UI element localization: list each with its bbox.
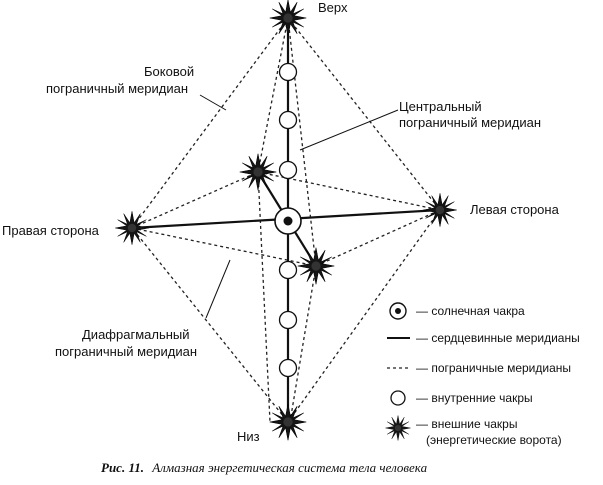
label-left-side: Левая сторона <box>470 202 560 217</box>
legend-solar-label: — солнечная чакра <box>416 304 525 318</box>
inner-chakras <box>278 62 298 378</box>
label-bottom: Низ <box>237 429 260 444</box>
label-lateral-meridian-2: пограничный меридиан <box>46 81 188 96</box>
figure-caption: Рис. 11. Алмазная энергетическая система… <box>101 460 428 475</box>
label-central-meridian-1: Центральный <box>399 99 482 114</box>
label-right-side: Правая сторона <box>2 223 100 238</box>
legend-outer-label-1: — внешние чакры <box>416 417 517 431</box>
outer-chakra-right-side-icon <box>114 210 150 246</box>
figure-title: Алмазная энергетическая система тела чел… <box>151 460 427 475</box>
legend-inner-icon <box>390 390 406 406</box>
leader-lines <box>199 94 399 319</box>
outer-chakra-upper-icon <box>239 153 277 191</box>
outer-chakra-left-side-icon <box>422 192 458 228</box>
solar-chakra <box>274 207 302 235</box>
legend-outer-icon <box>385 415 411 441</box>
legend: — солнечная чакра — сердцевинные меридиа… <box>385 302 580 447</box>
outer-chakra-lower-icon <box>297 247 335 285</box>
outer-chakra-bottom-icon <box>269 403 307 441</box>
label-central-meridian-2: пограничный меридиан <box>399 115 541 130</box>
label-diaphragm-meridian-2: пограничный меридиан <box>55 344 197 359</box>
figure-number: Рис. 11. <box>101 460 144 475</box>
label-lateral-meridian-1: Боковой <box>144 64 194 79</box>
legend-outer-label-2: (энергетические ворота) <box>426 433 562 447</box>
label-top: Верх <box>318 0 348 15</box>
label-diaphragm-meridian-1: Диафрагмальный <box>82 327 190 342</box>
outer-chakra-top-icon <box>269 0 307 37</box>
legend-boundary-label: — пограничные меридианы <box>416 361 571 375</box>
legend-solar-icon <box>389 302 407 320</box>
legend-inner-label: — внутренние чакры <box>416 391 533 405</box>
legend-heart-label: — сердцевинные меридианы <box>416 331 580 345</box>
